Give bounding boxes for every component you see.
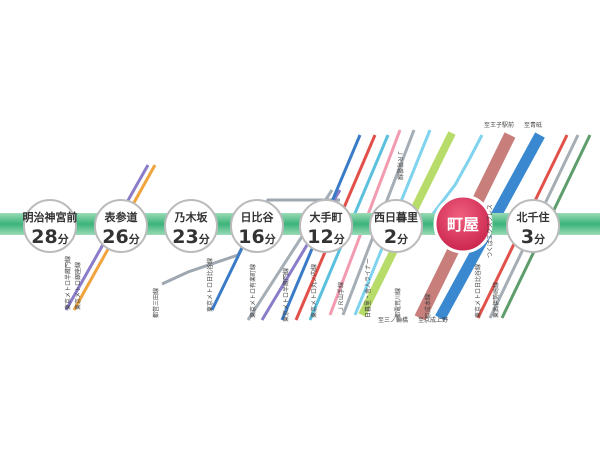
station-time: 23分 [172,226,209,248]
line-label: ＪＲ山手線 [337,282,345,312]
station-time: 2分 [384,226,408,248]
station-circle [369,199,423,253]
station-name: 大手町 [310,210,343,224]
line-label: ＪＲ常磐線 [396,150,404,180]
station-current-circle [433,194,493,254]
station-circle [23,199,77,253]
destination-notes: 至王子駅前 至青砥 至三ノ輪橋 至京成上野 [378,121,542,324]
line-label: 東京メトロ日比谷線 [206,258,214,312]
station-time: 16分 [238,226,275,248]
station-current-name: 町屋 [447,215,479,234]
station-name: 明治神宮前 [23,210,78,224]
line-label: 東京メトロ丸ノ内線 [310,264,318,318]
station-circle [230,199,284,253]
station-circle [94,199,148,253]
line-label: 日暮里・舎人ライナー [364,258,372,318]
station-name: 表参道 [104,210,138,224]
line-label: 東京メトロ銀座線 [74,262,82,310]
line-label: 東京メトロ半蔵門線 [64,256,72,310]
station-name: 西日暮里 [374,210,418,224]
transfer-labels: 東京メトロ半蔵門線 東京メトロ銀座線 都営三田線 東京メトロ日比谷線 東京メトロ… [64,150,500,322]
line-label: 東京メトロ有楽町線 [249,264,257,318]
transfer-line-lightblue-2 [430,134,484,216]
line-label: 東京メトロ日比谷線 [474,264,482,318]
station-time: 12分 [307,226,344,248]
station-circle [506,199,560,253]
line-label: 東京メトロ半蔵門線 [282,268,290,322]
station-time: 3分 [521,226,545,248]
line-label: 都営三田線 [152,288,160,318]
ext-label-minowa: 至三ノ輪橋 [378,316,408,324]
station-1[interactable]: 表参道 26分 [94,199,148,253]
ext-label-oji: 至王子駅前 [484,121,514,129]
station-name: 乃木坂 [174,210,209,224]
ext-label-keisei-ueno: 至京成上野 [418,316,448,324]
station-circle [164,199,218,253]
station-time: 28分 [31,226,68,248]
line-label: 京成本線 [424,294,432,318]
station-0[interactable]: 明治神宮前 28分 [23,199,78,253]
station-name: 北千住 [517,210,550,224]
station-7[interactable]: 北千住 3分 [506,199,560,253]
station-time: 26分 [102,226,139,248]
station-2[interactable]: 乃木坂 23分 [164,199,218,253]
station-3[interactable]: 日比谷 16分 [230,199,284,253]
line-label: 東武伊勢崎線 [492,282,500,318]
station-4[interactable]: 大手町 12分 [299,199,353,253]
station-5[interactable]: 西日暮里 2分 [369,199,423,253]
station-circle [299,199,353,253]
line-label: 都電荒川線 [394,288,402,318]
line-label: つくばエクスプレス [486,204,494,258]
station-name: 日比谷 [241,210,275,224]
ext-label-aoto: 至青砥 [524,121,542,129]
station-current[interactable]: 町屋 [433,194,493,254]
